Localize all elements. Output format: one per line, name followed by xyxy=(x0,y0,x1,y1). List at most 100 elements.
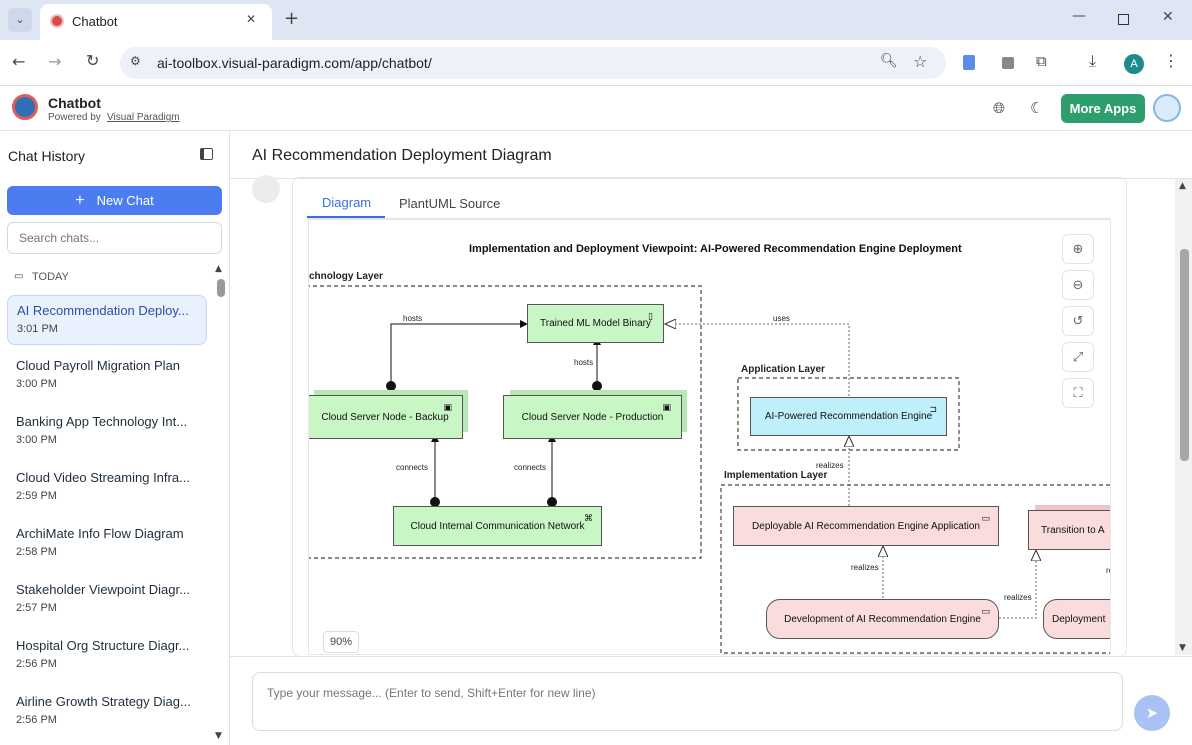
main-scroll-down-icon[interactable]: ▼ xyxy=(1179,643,1186,653)
menu-kebab-icon[interactable]: ⋮ xyxy=(1163,51,1179,70)
bot-avatar-icon[interactable] xyxy=(1153,94,1181,122)
node-cloud-internal-network[interactable]: Cloud Internal Communication Network⌘ xyxy=(393,506,602,546)
header-divider xyxy=(230,178,1192,179)
chat-item[interactable]: Banking App Technology Int...3:00 PM xyxy=(16,414,188,446)
artifact-icon: ▯ xyxy=(648,311,653,321)
node-icon: ▣ xyxy=(443,402,452,412)
zoom-level-badge: 90% xyxy=(323,631,359,653)
edge-label-connects: connects xyxy=(396,463,429,472)
app-logo-icon xyxy=(12,94,38,120)
scroll-up-arrow-icon[interactable]: ▲ xyxy=(215,264,222,274)
reload-icon[interactable]: ↻ xyxy=(86,51,100,70)
browser-tab[interactable]: Chatbot ✕ xyxy=(40,4,272,40)
node-trained-ml-model-binary[interactable]: Trained ML Model Binary▯ xyxy=(527,304,664,343)
application-layer-label: Application Layer xyxy=(741,364,825,375)
zoom-icon[interactable]: 🔍︎ xyxy=(880,53,898,69)
message-input[interactable]: Type your message... (Enter to send, Shi… xyxy=(252,672,1123,731)
edge-label-connects: connects xyxy=(514,463,547,472)
fullscreen-icon[interactable]: ⛶ xyxy=(1062,378,1094,408)
node-recommendation-engine[interactable]: AI-Powered Recommendation Engine⊐ xyxy=(750,397,947,436)
edge-label-uses: uses xyxy=(773,314,790,323)
close-window-icon[interactable]: ✕ xyxy=(1162,9,1174,25)
tab-active-underline xyxy=(307,216,385,218)
input-divider xyxy=(230,656,1192,657)
diagram-viewport[interactable]: chnology Layer Application Layer Impleme… xyxy=(308,219,1111,655)
implementation-layer-label: Implementation Layer xyxy=(724,470,828,481)
sidebar: Chat History +New Chat ▭ TODAY AI Recomm… xyxy=(0,131,230,745)
diagram-title: Implementation and Deployment Viewpoint:… xyxy=(469,243,962,255)
back-icon[interactable]: ← xyxy=(12,52,26,71)
reset-view-icon[interactable]: ↺ xyxy=(1062,306,1094,336)
node-cloud-server-production[interactable]: Cloud Server Node - Production▣ xyxy=(503,395,682,439)
section-today: TODAY xyxy=(32,271,69,283)
sidebar-scrollbar-thumb[interactable] xyxy=(217,279,225,297)
node-deployment[interactable]: Deployment xyxy=(1043,599,1110,639)
extension-icon-1[interactable] xyxy=(963,55,975,70)
app-header: Chatbot Powered by Visual Paradigm 🌐︎ ☾ … xyxy=(0,87,1192,131)
zoom-out-icon[interactable]: ⊖ xyxy=(1062,270,1094,300)
bookmark-star-icon[interactable]: ☆ xyxy=(913,52,928,71)
favicon-icon xyxy=(50,14,64,28)
diagram-connectors xyxy=(309,285,1110,654)
language-globe-icon[interactable]: 🌐︎ xyxy=(993,99,1006,117)
calendar-icon: ▭ xyxy=(14,271,24,282)
tab-diagram[interactable]: Diagram xyxy=(322,195,372,210)
chat-item[interactable]: Airline Growth Strategy Diag...2:56 PM xyxy=(16,694,191,726)
search-chats-input[interactable] xyxy=(7,222,222,254)
main-scroll-up-icon[interactable]: ▲ xyxy=(1179,181,1186,191)
bot-message-icon xyxy=(252,175,280,203)
url-box[interactable]: ⚙ ai-toolbox.visual-paradigm.com/app/cha… xyxy=(120,47,946,79)
chat-item[interactable]: Hospital Org Structure Diagr...2:56 PM xyxy=(16,638,190,670)
send-button[interactable]: ➤ xyxy=(1134,695,1170,731)
fit-to-screen-icon[interactable]: ⤢ xyxy=(1062,342,1094,372)
url-text[interactable]: ai-toolbox.visual-paradigm.com/app/chatb… xyxy=(157,55,432,71)
edge-label-realizes: realizes xyxy=(851,563,879,572)
sidebar-title: Chat History xyxy=(8,148,86,164)
dark-mode-moon-icon[interactable]: ☾ xyxy=(1030,99,1044,117)
chat-item[interactable]: Cloud Video Streaming Infra...2:59 PM xyxy=(16,470,190,502)
download-icon[interactable]: ⤓ xyxy=(1089,51,1097,70)
new-chat-button[interactable]: +New Chat xyxy=(7,186,222,215)
node-icon: ▣ xyxy=(662,402,671,412)
tab-title: Chatbot xyxy=(72,14,118,29)
message-input-placeholder: Type your message... (Enter to send, Shi… xyxy=(267,686,596,700)
puzzle-icon[interactable]: ⧉ xyxy=(1036,52,1047,70)
edge-label-realizes: re xyxy=(1106,566,1110,575)
edge-label-realizes: realizes xyxy=(1004,593,1032,602)
profile-avatar[interactable]: A xyxy=(1124,54,1144,74)
chat-item[interactable]: Stakeholder Viewpoint Diagr...2:57 PM xyxy=(16,582,190,614)
sidebar-toggle-icon[interactable] xyxy=(200,148,213,160)
deliverable-icon: ▭ xyxy=(981,513,990,523)
page-title: AI Recommendation Deployment Diagram xyxy=(252,147,552,164)
edge-label-hosts: hosts xyxy=(574,358,594,367)
component-icon: ⊐ xyxy=(929,404,937,414)
tabs-divider xyxy=(307,218,1110,219)
tab-list-icon[interactable]: ⌄ xyxy=(8,8,32,32)
extension-icon-2[interactable] xyxy=(1002,57,1014,69)
node-development[interactable]: Development of AI Recommendation Engine▭ xyxy=(766,599,999,639)
more-apps-button[interactable]: More Apps xyxy=(1061,94,1145,123)
node-transition[interactable]: Transition to A xyxy=(1028,510,1110,550)
scroll-down-arrow-icon[interactable]: ▼ xyxy=(215,731,222,741)
chat-item[interactable]: AI Recommendation Deploy...3:01 PM xyxy=(7,295,207,345)
app-name: Chatbot xyxy=(48,95,101,111)
new-tab-icon[interactable]: + xyxy=(284,8,300,29)
powered-by-text: Powered by xyxy=(48,112,101,123)
tab-plantuml-source[interactable]: PlantUML Source xyxy=(399,196,501,211)
powered-by-link[interactable]: Visual Paradigm xyxy=(107,112,180,123)
address-bar: ← → ↻ ⚙ ai-toolbox.visual-paradigm.com/a… xyxy=(0,40,1192,86)
forward-icon[interactable]: → xyxy=(48,52,62,71)
plus-icon: + xyxy=(75,192,85,209)
site-info-icon[interactable]: ⚙ xyxy=(130,54,141,68)
edge-label-realizes: realizes xyxy=(816,461,844,470)
minimize-icon[interactable]: — xyxy=(1072,8,1086,24)
network-icon: ⌘ xyxy=(584,513,593,523)
maximize-icon[interactable] xyxy=(1118,14,1129,25)
main-scrollbar-thumb[interactable] xyxy=(1180,249,1189,461)
zoom-in-icon[interactable]: ⊕ xyxy=(1062,234,1094,264)
node-deployable-application[interactable]: Deployable AI Recommendation Engine Appl… xyxy=(733,506,999,546)
node-cloud-server-backup[interactable]: Cloud Server Node - Backup▣ xyxy=(309,395,463,439)
close-tab-icon[interactable]: ✕ xyxy=(246,12,257,26)
